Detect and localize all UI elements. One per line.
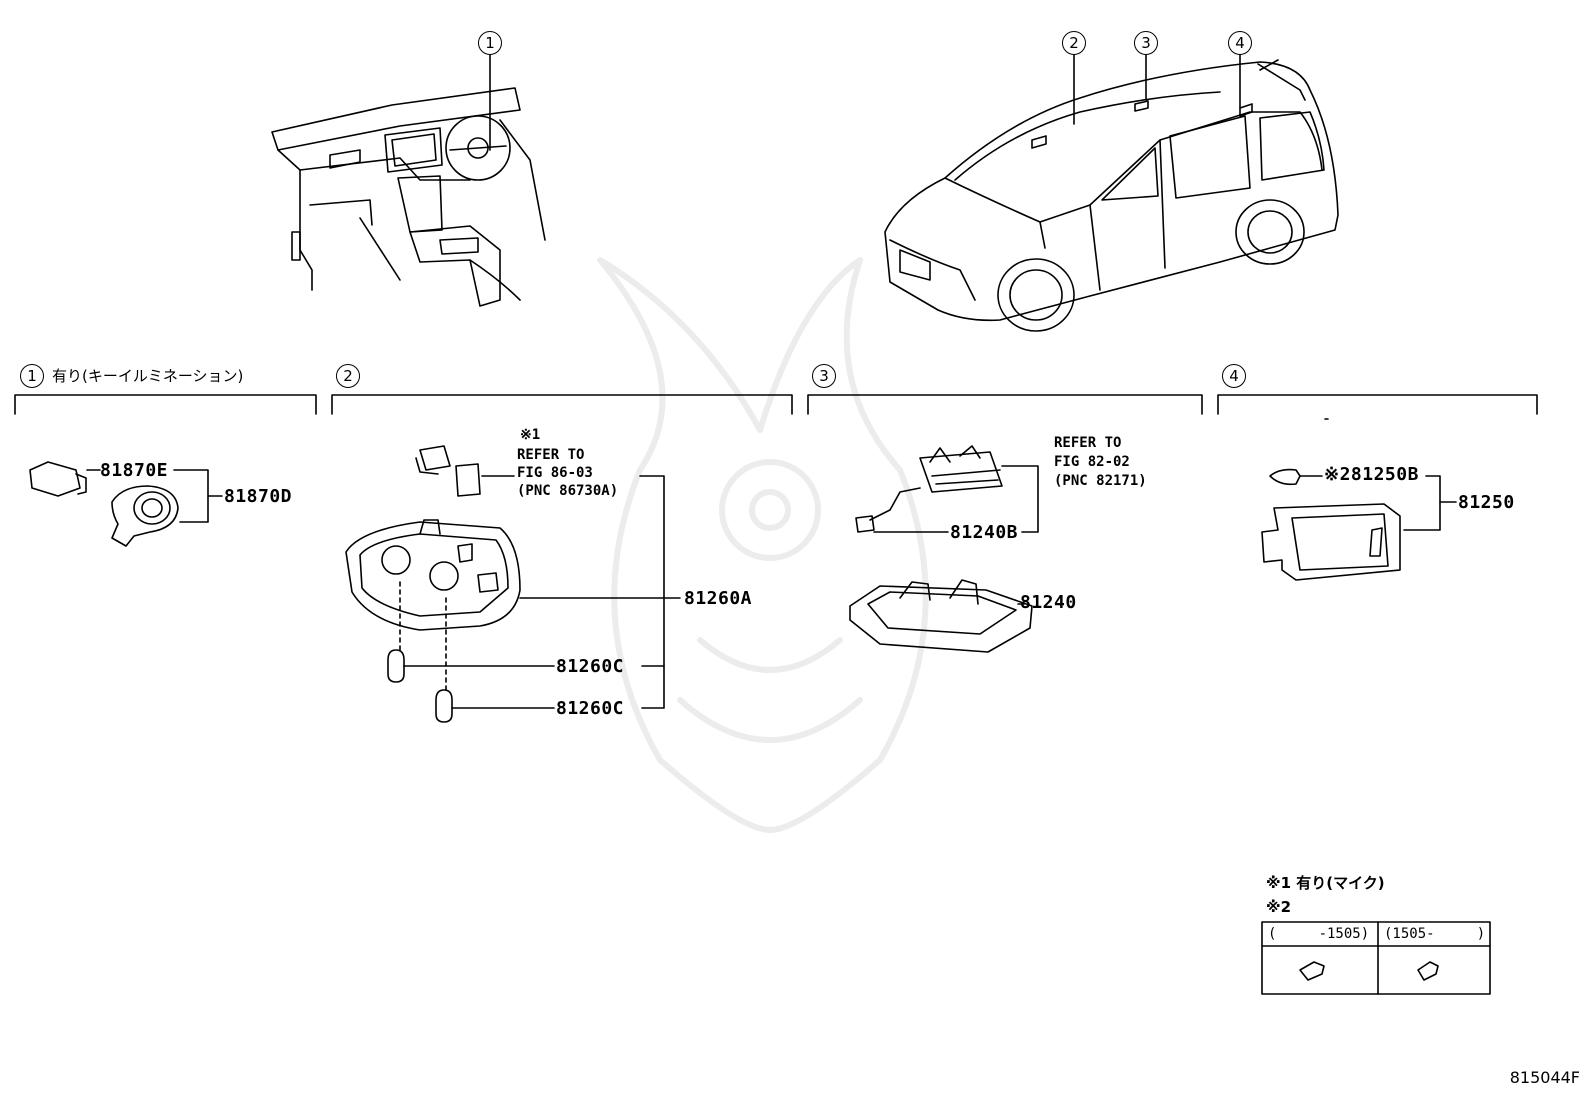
watermark-logo bbox=[597, 257, 929, 833]
part-number-81260c-lower[interactable]: 81260C bbox=[556, 698, 625, 719]
callout-2: 2 bbox=[1062, 31, 1086, 55]
front-room-lamp-parts bbox=[345, 445, 681, 723]
bulb-table bbox=[1261, 921, 1491, 995]
footnote-1: ※1 有り(マイク) bbox=[1266, 874, 1385, 892]
reference-1-line1: REFER TO bbox=[517, 447, 585, 463]
part-number-81870e[interactable]: 81870E bbox=[100, 460, 169, 481]
part-number-81240b[interactable]: 81240B bbox=[950, 522, 1019, 543]
callout-3: 3 bbox=[1134, 31, 1158, 55]
reference-2-line3: (PNC 82171) bbox=[1054, 473, 1147, 489]
part-number-81870d[interactable]: 81870D bbox=[224, 486, 293, 507]
part-number-81240[interactable]: 81240 bbox=[1020, 592, 1077, 613]
table-header-after-1505: (1505- ) bbox=[1384, 926, 1486, 942]
car-illustration bbox=[884, 59, 1339, 332]
callout-4: 4 bbox=[1228, 31, 1252, 55]
footnote-2: ※2 bbox=[1266, 898, 1292, 916]
reference-2-line1: REFER TO bbox=[1054, 435, 1122, 451]
part-number-81260c-upper[interactable]: 81260C bbox=[556, 656, 625, 677]
reference-2-line2[interactable]: FIG 82-02 bbox=[1054, 454, 1130, 470]
part-number-81250[interactable]: 81250 bbox=[1458, 492, 1515, 513]
section-1-title: 有り(キーイルミネーション) bbox=[52, 367, 244, 385]
key-illumination-parts bbox=[29, 461, 223, 547]
part-number-81260a[interactable]: 81260A bbox=[684, 588, 753, 609]
section-3-number: 3 bbox=[812, 364, 836, 388]
section-1-number: 1 bbox=[20, 364, 44, 388]
luggage-lamp-parts bbox=[1261, 468, 1457, 581]
section-2-number: 2 bbox=[336, 364, 360, 388]
reference-1-mark: ※1 bbox=[520, 427, 541, 443]
callout-1: 1 bbox=[478, 31, 502, 55]
part-number-81250b[interactable]: ※281250B bbox=[1324, 464, 1419, 485]
section-brackets bbox=[14, 394, 1538, 420]
section-4-number: 4 bbox=[1222, 364, 1246, 388]
table-header-before-1505: ( -1505) bbox=[1268, 926, 1370, 942]
reference-1-line3: (PNC 86730A) bbox=[517, 483, 619, 499]
rear-room-lamp-parts bbox=[849, 445, 1039, 653]
figure-id: 815044F bbox=[1509, 1068, 1580, 1087]
reference-1-line2[interactable]: FIG 86-03 bbox=[517, 465, 593, 481]
dashboard-illustration bbox=[271, 87, 546, 307]
